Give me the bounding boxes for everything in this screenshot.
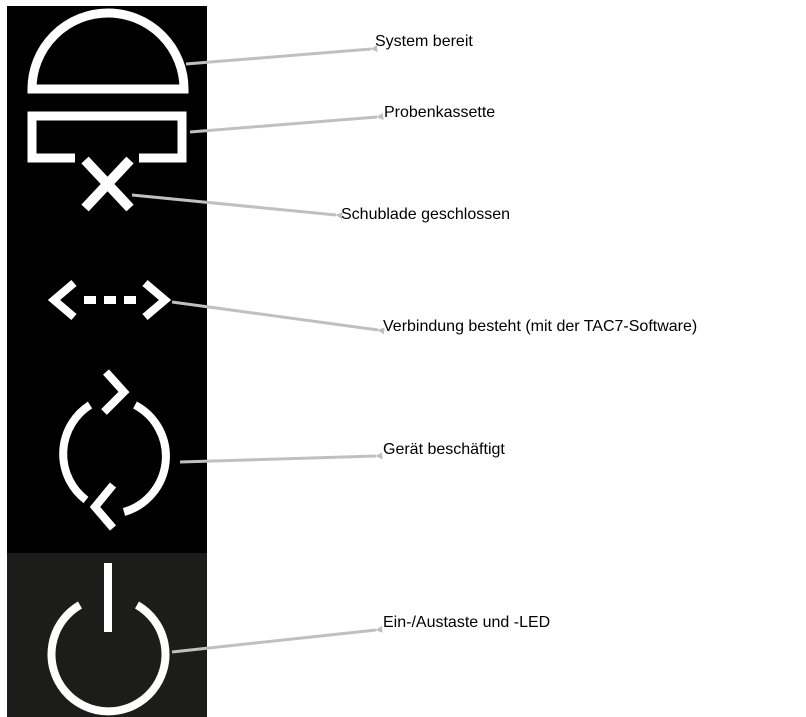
label-drawer-closed: Schublade geschlossen [341, 206, 511, 223]
drawer-x-icon [81, 156, 134, 212]
label-system-ready: System bereit [375, 33, 473, 50]
pointer-sample-cassette [189, 113, 384, 134]
cassette-icon [27, 111, 187, 163]
dome-icon [27, 8, 189, 94]
label-connection: Verbindung besteht (mit der TAC7-Softwar… [383, 318, 698, 335]
label-sample-cassette: Probenkassette [384, 104, 496, 121]
pointer-drawer-closed [131, 193, 343, 220]
pointer-device-busy [179, 452, 383, 464]
pointer-connection [171, 300, 385, 335]
pointer-system-ready [185, 45, 378, 66]
label-power: Ein-/Austaste und -LED [383, 614, 551, 631]
status-panel [7, 6, 207, 553]
label-device-busy: Gerät beschäftigt [383, 441, 505, 458]
sync-icon [59, 369, 170, 531]
pointer-power [171, 625, 383, 654]
connection-icon [47, 279, 172, 321]
power-icon [47, 563, 170, 716]
